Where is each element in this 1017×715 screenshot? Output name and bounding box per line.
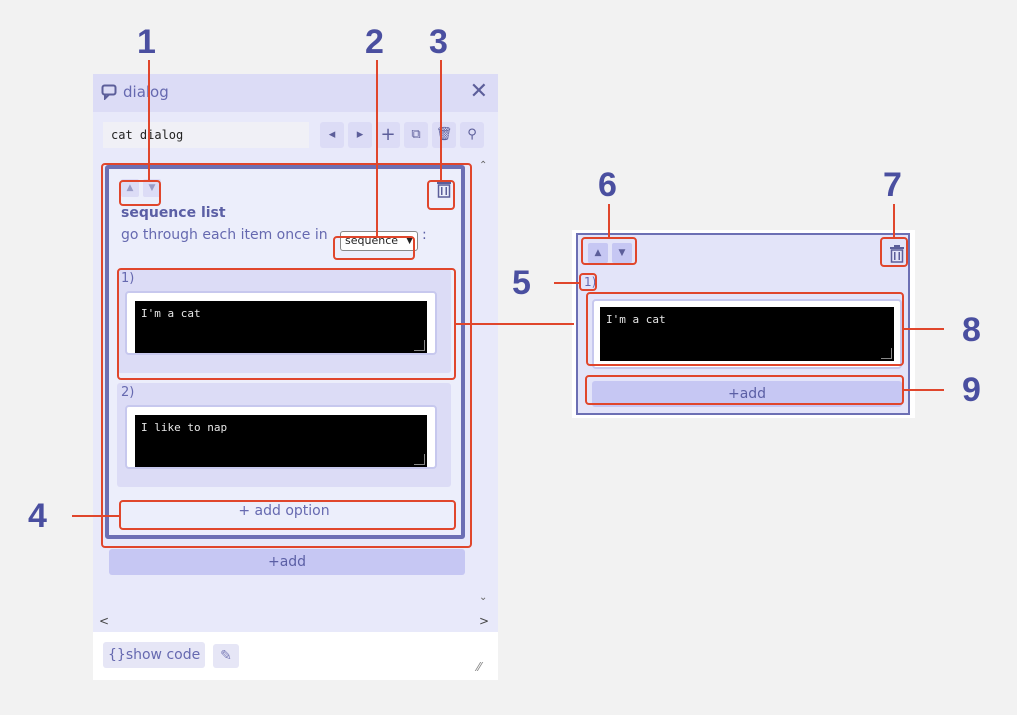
plus-icon[interactable]: +	[376, 122, 400, 148]
move-up-icon[interactable]: ▲	[121, 179, 139, 197]
callout-number: 9	[962, 371, 981, 409]
option-editor: I'm a cat	[125, 291, 437, 355]
callout-line-1	[148, 60, 150, 180]
zoom-option-text-area[interactable]: I'm a cat	[600, 307, 894, 361]
zoom-option-label: 1)	[584, 275, 597, 289]
resize-grip-icon[interactable]: ⁄⁄	[477, 660, 482, 674]
highlight-box-9	[585, 375, 904, 405]
dialog-name-input[interactable]	[103, 122, 309, 148]
option-text-area[interactable]: I'm a cat	[135, 301, 427, 353]
callout-line-9	[904, 389, 944, 391]
add-option-label: add option	[254, 503, 330, 519]
zoom-connector-line	[456, 323, 574, 325]
chevron-down-icon: ▼	[406, 236, 413, 246]
callout-number: 1	[137, 23, 156, 61]
panel-footer: {}show code ✎ ⁄⁄	[93, 632, 498, 680]
highlight-box-card	[101, 163, 472, 548]
panel-titlebar: dialog ✕	[93, 74, 498, 112]
option-editor: I like to nap	[125, 405, 437, 469]
scroll-up-icon[interactable]: ⌃	[479, 160, 488, 171]
zoom-option-text: I'm a cat	[606, 313, 666, 326]
sequence-description: go through each item once in	[121, 227, 328, 243]
resize-handle-icon[interactable]	[414, 340, 425, 351]
sequence-card: ▲ ▼ sequence list go through each item o…	[105, 165, 465, 539]
option-label: 2)	[121, 385, 135, 400]
sequence-title: sequence list	[121, 205, 226, 221]
plus-icon: +	[727, 386, 740, 402]
callout-number: 8	[962, 311, 981, 349]
highlight-box-6	[581, 237, 637, 265]
callout-number: 6	[598, 166, 617, 204]
copy-icon[interactable]: ⧉	[404, 122, 428, 148]
callout-number: 4	[28, 497, 47, 535]
add-button[interactable]: +add	[109, 549, 465, 575]
delete-icon[interactable]	[888, 244, 906, 264]
pencil-icon[interactable]: ✎	[213, 644, 239, 668]
prev-icon[interactable]: ◂	[320, 122, 344, 148]
option-item: 1) I'm a cat	[117, 269, 451, 373]
option-text: I like to nap	[141, 421, 228, 434]
vertical-scrollbar[interactable]: ⌃ ⌄	[479, 160, 491, 632]
move-up-icon[interactable]: ▲	[588, 243, 608, 263]
search-icon[interactable]: ⚲	[460, 122, 484, 148]
option-text-area[interactable]: I like to nap	[135, 415, 427, 467]
scroll-right-icon[interactable]: >	[479, 614, 490, 628]
scroll-left-icon[interactable]: <	[99, 614, 110, 628]
sequence-colon: :	[422, 227, 427, 243]
highlight-box-3	[427, 180, 455, 210]
option-text: I'm a cat	[141, 307, 201, 320]
highlight-box-2	[333, 236, 415, 260]
trash-icon[interactable]: 🗑	[432, 122, 456, 148]
move-down-icon[interactable]: ▼	[143, 179, 161, 197]
show-code-label: show code	[125, 647, 201, 663]
highlight-box-5	[579, 273, 597, 291]
plus-icon: +	[267, 554, 280, 570]
zoomed-sequence-card: ▲ ▼ 1) I'm a cat +add	[576, 233, 910, 415]
highlight-box-8	[586, 292, 904, 366]
highlight-box-option	[117, 268, 456, 380]
move-down-icon[interactable]: ▼	[612, 243, 632, 263]
add-label: add	[279, 554, 307, 570]
braces-icon: {}	[108, 647, 126, 663]
callout-line-3	[440, 60, 442, 180]
callout-number: 2	[365, 23, 384, 61]
highlight-box-1	[119, 180, 161, 206]
show-code-button[interactable]: {}show code	[103, 642, 206, 668]
zoomed-card-view: ▲ ▼ 1) I'm a cat +add	[572, 230, 915, 418]
callout-line-8	[904, 328, 944, 330]
callout-line-6	[608, 204, 610, 237]
callout-line-5	[554, 282, 579, 284]
callout-number: 5	[512, 264, 531, 302]
zoom-add-label: add	[739, 386, 767, 402]
highlight-box-7	[880, 237, 908, 267]
callout-number: 3	[429, 23, 448, 61]
resize-handle-icon[interactable]	[414, 454, 425, 465]
callout-line-2	[376, 60, 378, 236]
plus-icon: +	[238, 503, 255, 519]
resize-handle-icon[interactable]	[881, 348, 892, 359]
callout-line-4	[72, 515, 119, 517]
scroll-down-icon[interactable]: ⌄	[479, 592, 488, 603]
callout-line-7	[893, 204, 895, 237]
zoom-option-editor: I'm a cat	[592, 299, 902, 369]
close-icon[interactable]: ✕	[469, 79, 488, 104]
speech-bubble-icon	[101, 84, 117, 100]
panel-title: dialog	[123, 83, 169, 101]
option-item: 2) I like to nap	[117, 383, 451, 487]
next-icon[interactable]: ▸	[348, 122, 372, 148]
callout-number: 7	[883, 166, 902, 204]
zoom-add-button[interactable]: +add	[592, 381, 902, 407]
highlight-box-4	[119, 500, 456, 530]
dialog-panel: dialog ✕ ◂ ▸ + ⧉ 🗑 ⚲ ⌃ ⌄ ▲ ▼ sequence li…	[93, 74, 498, 680]
option-label: 1)	[121, 271, 135, 286]
